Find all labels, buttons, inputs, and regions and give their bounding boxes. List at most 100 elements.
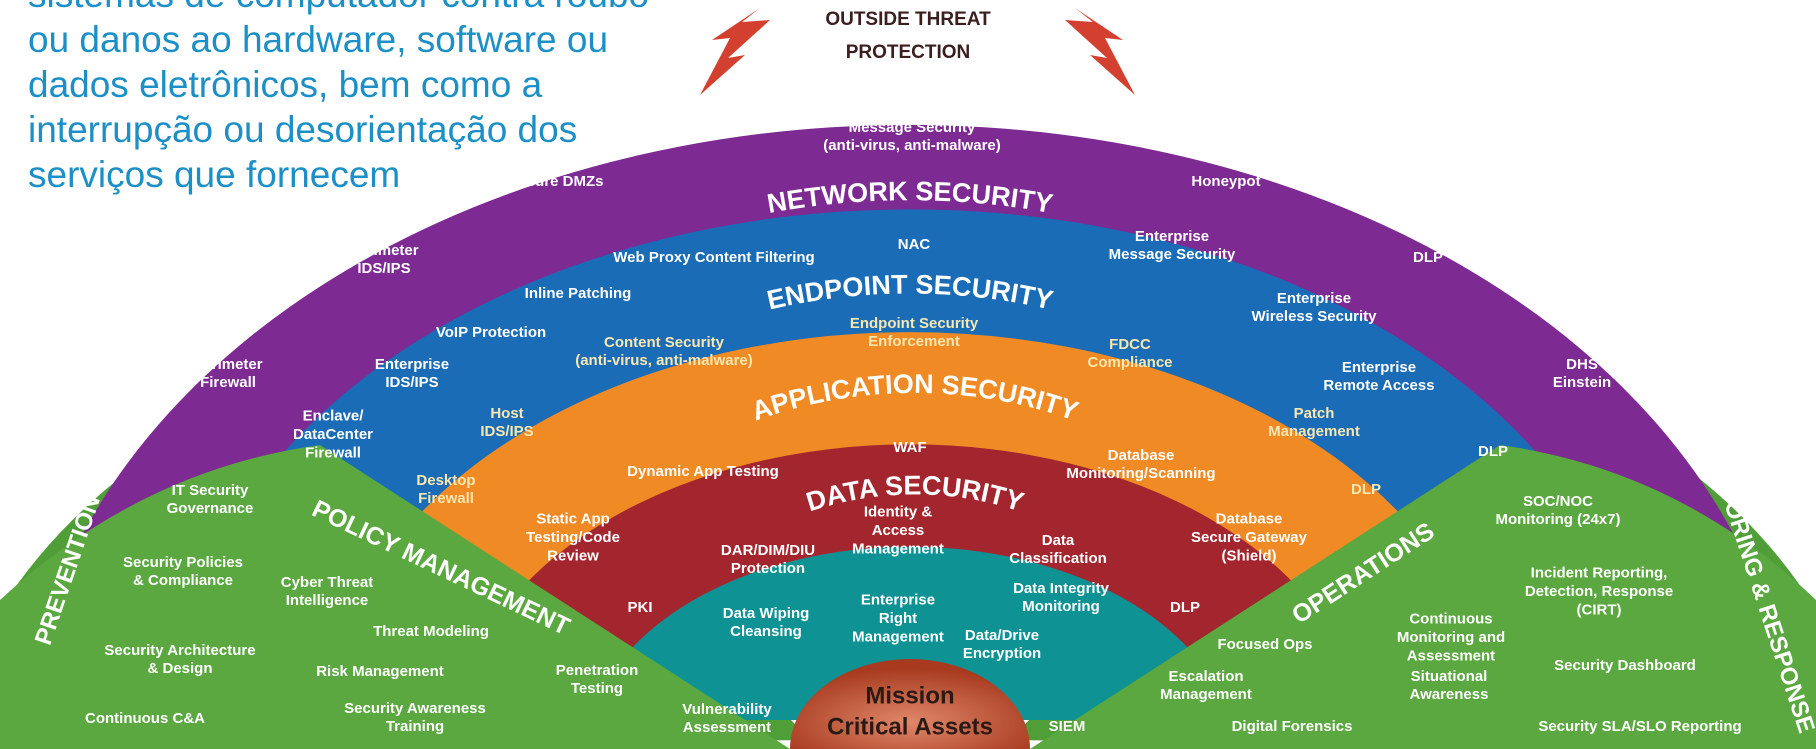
patch-management-label: Management [1268,423,1360,440]
perimeter-security-title: PERIMETER SECURITY [756,77,1064,119]
perimeter-firewall-label: Firewall [200,374,256,391]
database-gateway-label: Secure Gateway [1191,529,1308,546]
it-governance-label: Governance [167,500,254,517]
data-ring [590,546,1230,720]
siem-label: SIEM [1049,718,1086,735]
lightning-bolt-right-icon [1065,8,1135,95]
data-integrity-label: Data Integrity [1013,580,1110,597]
continuous-monitoring-label: Continuous [1409,611,1492,628]
enterprise-wireless-label: Enterprise [1277,290,1351,307]
data-wiping-label: Data Wiping [723,605,810,622]
desktop-firewall-label: Firewall [418,490,474,507]
escalation-label: Escalation [1168,668,1243,685]
focused-ops-label: Focused Ops [1217,636,1312,653]
nac-label: NAC [898,236,931,253]
content-security-label: (anti-virus, anti-malware) [575,352,753,369]
dar-protection-label: DAR/DIM/DIU [721,542,815,559]
endpoint-enforcement-label: Endpoint Security [850,315,979,332]
incident-reporting-label: (CIRT) [1577,601,1622,618]
dlp-label: DLP [1478,443,1508,460]
fdcc-label: Compliance [1087,354,1172,371]
soc-noc-label: SOC/NOC [1523,493,1593,510]
threat-label-line1: OUTSIDE THREAT [825,9,991,30]
inline-patching-label: Inline Patching [525,285,632,302]
honeypot-label: Honeypot [1191,173,1260,190]
static-app-testing-label: Review [547,547,599,564]
security-dashboard-label: Security Dashboard [1554,657,1696,674]
risk-management-label: Risk Management [316,663,444,680]
awareness-label: Training [386,718,444,735]
message-security-label: (anti-virus, anti-malware) [823,137,1001,154]
policies-label: Security Policies [123,554,243,571]
sla-slo-label: Security SLA/SLO Reporting [1538,718,1741,735]
enterprise-right-label: Enterprise [861,592,935,609]
web-proxy-label: Web Proxy Content Filtering [613,249,814,266]
architecture-label: Security Architecture [104,642,255,659]
dlp-label: DLP [1351,481,1381,498]
vulnerability-label: Assessment [683,719,771,736]
database-monitoring-label: Database [1108,447,1175,464]
penetration-label: Penetration [556,662,639,679]
cyber-threat-label: Intelligence [286,592,369,609]
enclave-firewall-label: Enclave/ [303,408,365,425]
core-label-line1: Mission [865,682,954,709]
patch-management-label: Patch [1294,405,1335,422]
dar-protection-label: Protection [731,560,805,577]
perimeter-firewall-label: Perimeter [193,356,262,373]
incident-reporting-label: Incident Reporting, [1531,565,1668,582]
dhs-einstein-label: Einstein [1553,374,1611,391]
enclave-firewall-label: Firewall [305,444,361,461]
enterprise-message-label: Message Security [1109,246,1236,263]
identity-access-label: Access [872,522,925,539]
enclave-firewall-label: DataCenter [293,426,373,443]
host-ids-label: Host [490,405,523,422]
content-security-label: Content Security [604,334,725,351]
data-wiping-label: Cleansing [730,623,802,640]
architecture-label: & Design [147,660,212,677]
perimeter-ids-label: IDS/IPS [357,260,410,277]
secure-dmzs-label: Secure DMZs [508,173,603,190]
enterprise-ids-label: IDS/IPS [385,374,438,391]
penetration-label: Testing [571,680,623,697]
escalation-label: Management [1160,686,1252,703]
threat-label-line2: PROTECTION [846,42,971,63]
incident-reporting-label: Detection, Response [1525,583,1673,600]
prevention-policy-wedge [0,445,790,749]
message-security-label: Message Security [849,119,976,136]
data-classification-label: Data [1042,532,1075,549]
database-gateway-label: (Shield) [1222,547,1277,564]
lightning-bolt-left-icon [700,8,770,95]
digital-forensics-label: Digital Forensics [1232,718,1353,735]
drive-encryption-label: Encryption [963,645,1041,662]
cyber-threat-label: Cyber Threat [281,574,374,591]
database-gateway-label: Database [1216,511,1283,528]
enterprise-right-label: Right [879,610,917,627]
enterprise-remote-label: Remote Access [1323,377,1434,394]
identity-access-label: Identity & [864,504,933,521]
policies-label: & Compliance [133,572,233,589]
it-governance-label: IT Security [172,482,249,499]
soc-noc-label: Monitoring (24x7) [1495,511,1620,528]
static-app-testing-label: Testing/Code [526,529,620,546]
core-label-line2: Critical Assets [827,713,993,740]
awareness-label: Security Awareness [344,700,486,717]
database-monitoring-label: Monitoring/Scanning [1066,465,1215,482]
enterprise-ids-label: Enterprise [375,356,449,373]
situational-label: Situational [1411,668,1488,685]
fdcc-label: FDCC [1109,336,1151,353]
data-classification-label: Classification [1009,550,1107,567]
enterprise-wireless-label: Wireless Security [1252,308,1378,325]
operations-monitoring-wedge [1030,445,1816,749]
identity-access-label: Management [852,540,944,557]
waf-label: WAF [893,439,926,456]
vulnerability-label: Vulnerability [682,701,772,718]
host-ids-label: IDS/IPS [480,423,533,440]
situational-label: Awareness [1410,686,1489,703]
dlp-label: DLP [1170,599,1200,616]
enterprise-right-label: Management [852,628,944,645]
desktop-firewall-label: Desktop [416,472,475,489]
data-integrity-label: Monitoring [1022,598,1099,615]
endpoint-enforcement-label: Enforcement [868,333,960,350]
drive-encryption-label: Data/Drive [965,627,1039,644]
